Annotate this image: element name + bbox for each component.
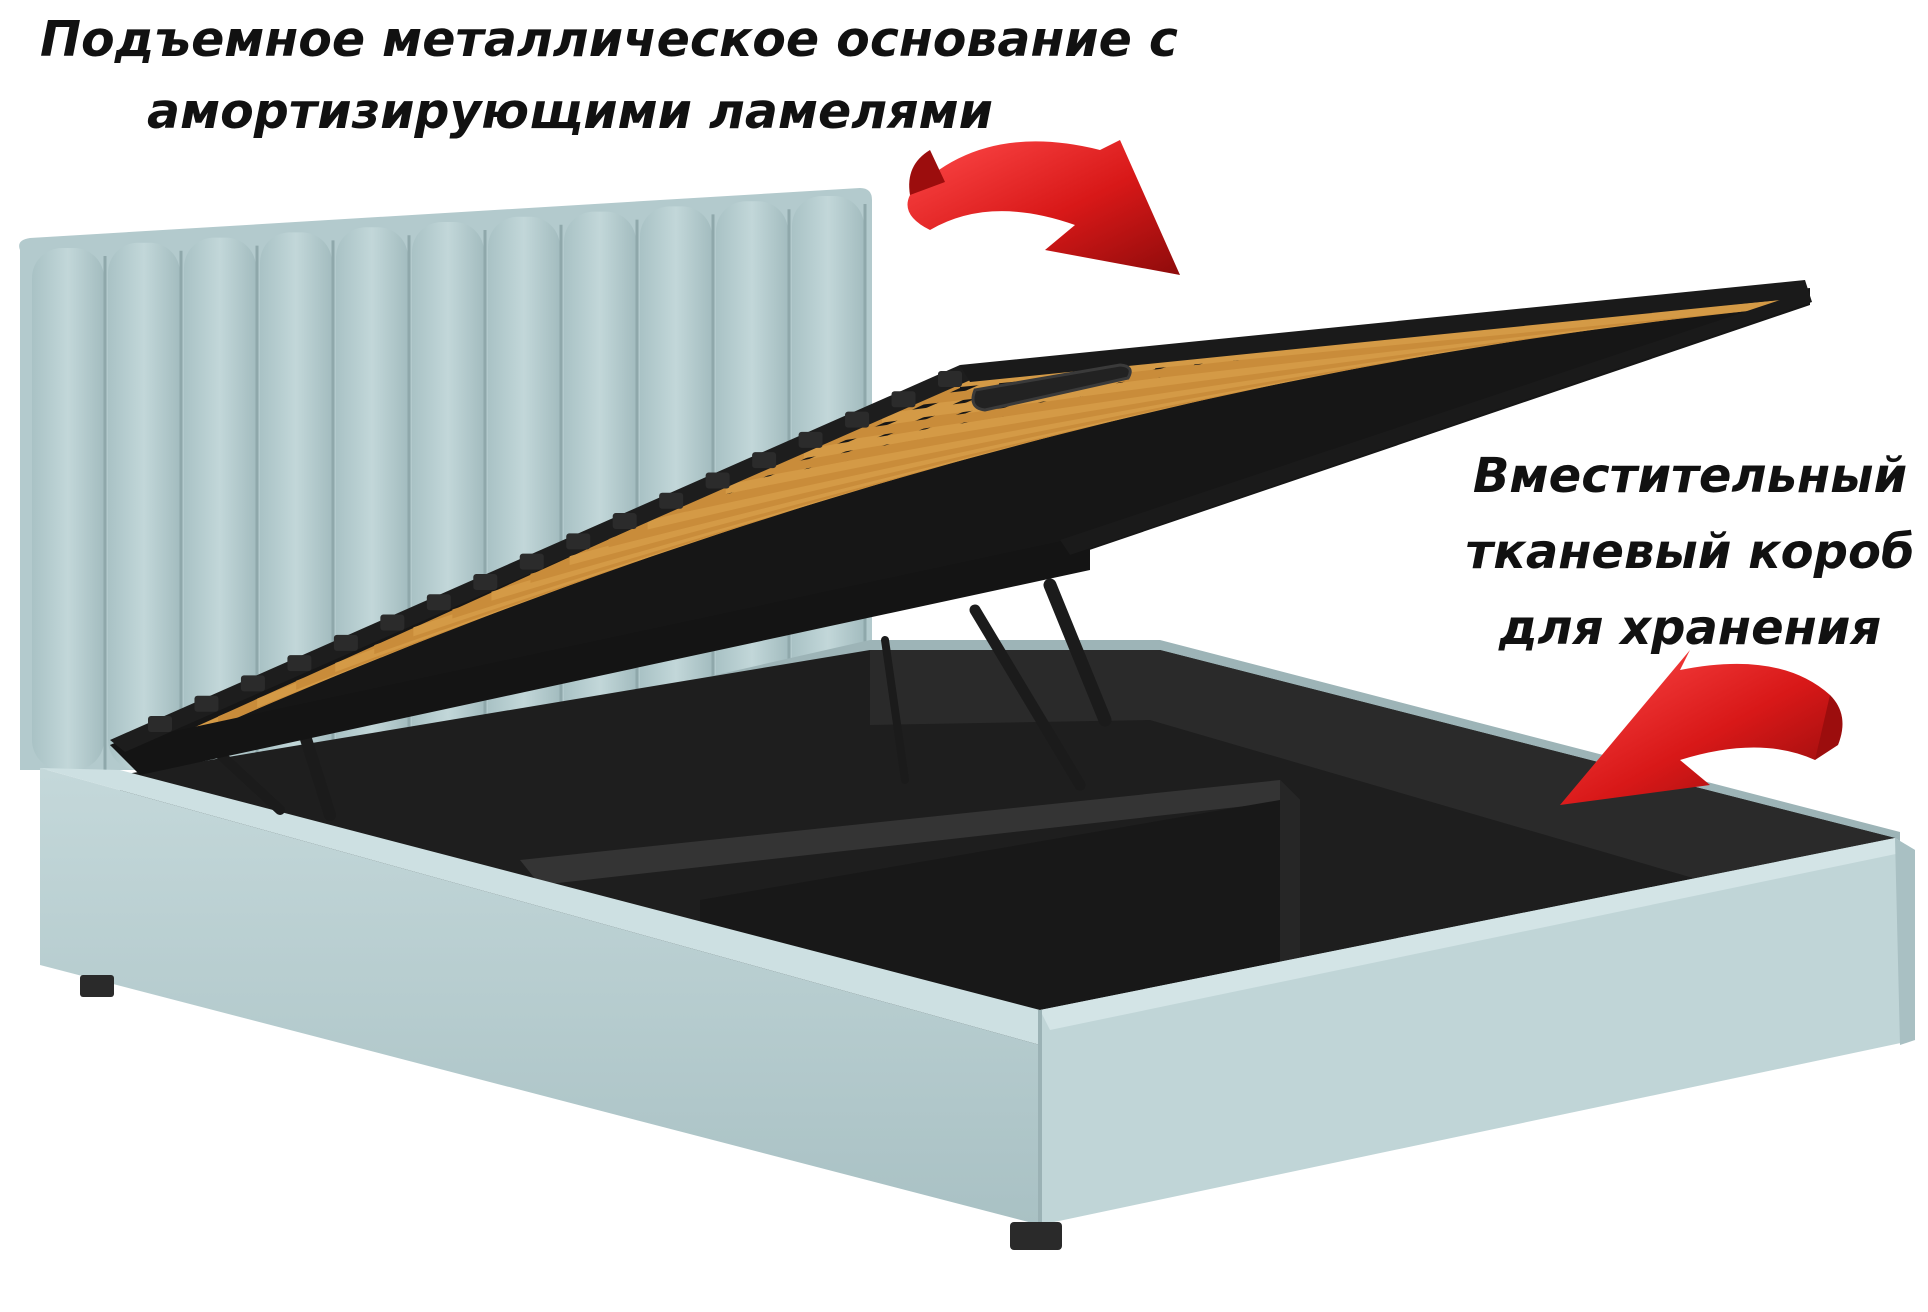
slat-holder [705,472,730,489]
slat-holder [148,716,172,732]
slat-holder [426,594,451,611]
box-divider [520,780,1300,885]
headboard-panel [108,242,180,771]
caption-storage-box-line3: для хранения [1498,600,1882,656]
slat-holder [473,573,498,590]
caption-storage-box-line1: Вместительный [1472,448,1908,504]
caption-lifting-base: Подъемное металлическое основание с амор… [40,4,1178,148]
caption-lifting-base-line2: амортизирующими ламелями [147,83,993,140]
slat-holder [891,391,916,408]
slat-holder [798,431,823,448]
slat-holder [240,675,265,692]
foot-left [80,975,114,997]
side-rail-front [40,768,1040,1225]
caption-storage-box-line2: тканевый короб [1465,524,1915,580]
slat-holder [659,492,684,509]
frame-rail-near [110,535,1090,775]
slat-holder [612,513,637,530]
headboard-panel [184,237,256,771]
caption-storage-box: Вместительный тканевый короб для хранени… [1450,438,1928,666]
slat [960,300,1780,387]
slat-holder [845,411,870,428]
frame-rail-foot [960,280,1812,555]
headboard-panel [32,248,104,770]
slat-holder [194,695,219,712]
caption-lifting-base-line1: Подъемное металлическое основание с [40,11,1178,68]
slat-holder [380,614,405,631]
slat-holder [938,371,962,387]
headboard-panel [564,211,636,771]
frame-handle [971,363,1132,412]
arrow-top [907,140,1180,275]
headboard-panel [260,232,332,770]
slat-holder [333,634,358,651]
foot-rail [1040,838,1915,1225]
lifting-base-frame [110,280,1812,775]
slat-holder [752,452,777,469]
slat-holder [287,655,312,672]
foot-front [1010,1222,1062,1250]
bed-base [40,640,1915,1250]
slat-holder [519,553,544,570]
arrow-right [1560,650,1843,805]
slat-holder [566,533,591,550]
